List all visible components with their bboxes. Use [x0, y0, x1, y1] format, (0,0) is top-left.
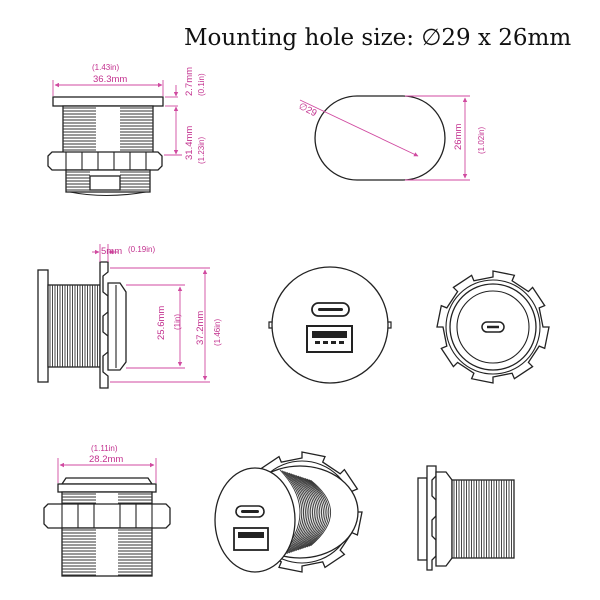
bottom-width-in-label: (1.11in): [91, 444, 118, 453]
thread-dia-in-label: (1in): [173, 314, 182, 330]
usb-a-port-3d-icon: [233, 527, 269, 551]
flange-in-label: (0.1in): [197, 73, 206, 96]
face-dia-mm-label: 37.2mm: [195, 311, 206, 345]
usb-a-port-icon: [306, 325, 353, 353]
face-dia-in-label: (1.46in): [213, 319, 222, 346]
usb-c-port-icon: [311, 302, 350, 317]
usb-c-port-3d-icon: [235, 505, 265, 518]
flange-mm-label: 2.7mm: [184, 67, 195, 96]
hole-flat-in-label: (1.02in): [477, 127, 486, 154]
hole-flat-mm-label: 26mm: [453, 124, 464, 150]
mounting-hole-title: Mounting hole size: ∅29 x 26mm: [184, 25, 571, 51]
bottom-width-mm-label: 28.2mm: [89, 454, 123, 465]
side-view-drawing: [37, 244, 210, 389]
top-width-in-label: (1.43in): [92, 63, 119, 72]
side-gap-mm-label: 5mm: [101, 246, 122, 257]
hole-diameter-label: ∅29: [297, 101, 319, 119]
top-view-drawing: [47, 80, 182, 197]
top-width-mm-label: 36.3mm: [93, 74, 127, 85]
side-profile-drawing: [417, 465, 515, 571]
rear-view-drawing: [436, 270, 550, 384]
body-len-in-label: (1.23in): [197, 137, 206, 164]
bottom-view-drawing: [43, 458, 171, 577]
thread-dia-mm-label: 25.6mm: [156, 306, 167, 340]
front-face-drawing: [268, 266, 392, 384]
body-len-mm-label: 31.4mm: [184, 126, 195, 160]
perspective-view-drawing: [214, 451, 363, 573]
mounting-hole-drawing: [299, 95, 470, 181]
side-gap-in-label: (0.19in): [128, 245, 155, 254]
